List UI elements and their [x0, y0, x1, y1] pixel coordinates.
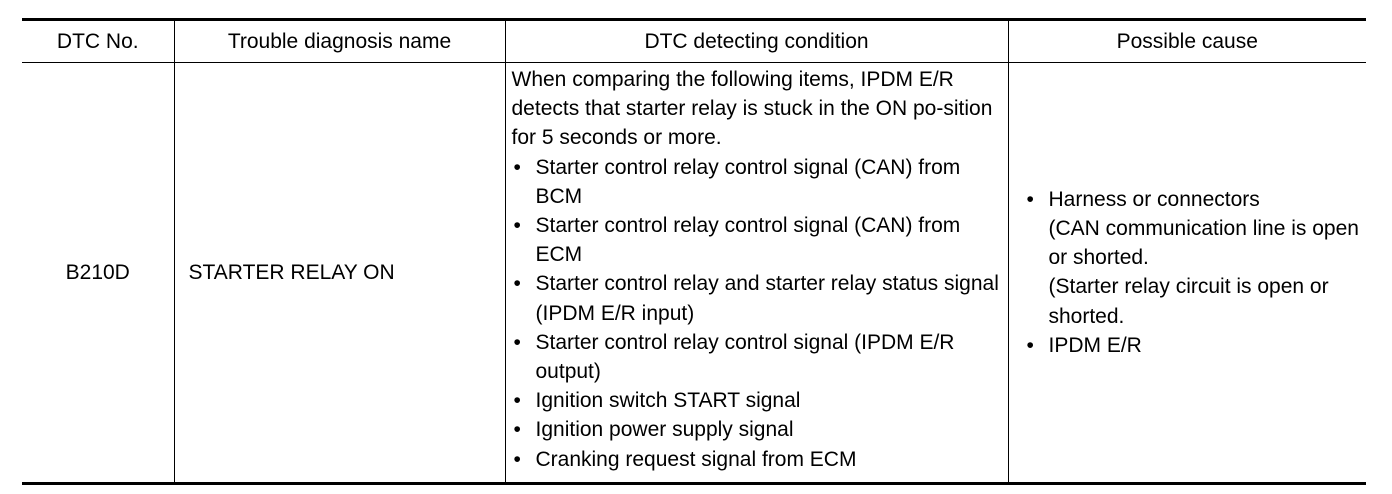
table-row: B210D STARTER RELAY ON When comparing th… — [22, 62, 1366, 485]
dtc-code-cell: B210D — [22, 62, 175, 485]
condition-item-text: Starter control relay and starter relay … — [535, 272, 999, 325]
condition-list: • Starter control relay control signal (C… — [512, 153, 1002, 474]
condition-item-text: Ignition switch START signal — [535, 389, 801, 413]
header-possible-cause: Possible cause — [1007, 18, 1366, 63]
header-row: DTC No. Trouble diagnosis name DTC detec… — [22, 18, 1366, 63]
condition-item-text: Ignition power supply signal — [535, 418, 794, 442]
bullet-icon: • — [513, 272, 521, 296]
bullet-icon: • — [513, 389, 521, 413]
condition-item-text: Starter control relay control signal (IP… — [535, 330, 955, 384]
cause-item: • IPDM E/R — [1023, 331, 1361, 360]
bullet-icon: • — [1026, 187, 1034, 211]
cause-list: • Harness or connectors (CAN communication… — [1023, 185, 1361, 360]
detecting-condition-cell: When comparing the following items, IPDM… — [504, 62, 1009, 485]
cause-main-text: IPDM E/R — [1048, 333, 1142, 357]
condition-item-text: Starter control relay control signal (CA… — [535, 214, 961, 267]
possible-cause-cell: • Harness or connectors (CAN communication… — [1007, 62, 1366, 485]
bullet-icon: • — [513, 447, 521, 471]
cause-detail-text: (Starter relay circuit is open or shorte… — [1048, 275, 1329, 328]
condition-item: • Starter control relay control signal (C… — [512, 211, 1002, 269]
condition-item: • Cranking request signal from ECM — [512, 445, 1002, 474]
bullet-icon: • — [513, 214, 521, 238]
table-header: DTC No. Trouble diagnosis name DTC detec… — [22, 18, 1366, 63]
header-detecting-condition: DTC detecting condition — [504, 18, 1009, 63]
header-dtc-no: DTC No. — [22, 18, 175, 63]
bullet-icon: • — [1026, 333, 1034, 357]
condition-item: • Ignition switch START signal — [512, 386, 1002, 415]
condition-item: • Starter control relay control signal (I… — [512, 328, 1002, 386]
cause-item: • Harness or connectors (CAN communication… — [1023, 185, 1361, 331]
dtc-table: DTC No. Trouble diagnosis name DTC detec… — [22, 18, 1366, 485]
bullet-icon: • — [513, 330, 521, 354]
bullet-icon: • — [513, 418, 521, 442]
trouble-name-cell: STARTER RELAY ON — [173, 62, 506, 485]
condition-item: • Starter control relay and starter relay… — [512, 269, 1002, 327]
condition-item: • Ignition power supply signal — [512, 415, 1002, 444]
bullet-icon: • — [513, 155, 521, 179]
condition-intro: When comparing the following items, IPDM… — [511, 68, 993, 150]
condition-item-text: Starter control relay control signal (CA… — [535, 155, 961, 208]
cause-main-text: Harness or connectors — [1048, 187, 1260, 211]
condition-item: • Starter control relay control signal (C… — [512, 153, 1002, 211]
table-body: B210D STARTER RELAY ON When comparing th… — [22, 62, 1366, 485]
cause-detail-text: (CAN communication line is open or short… — [1048, 217, 1359, 270]
condition-item-text: Cranking request signal from ECM — [535, 447, 857, 471]
header-trouble-name: Trouble diagnosis name — [173, 18, 506, 63]
